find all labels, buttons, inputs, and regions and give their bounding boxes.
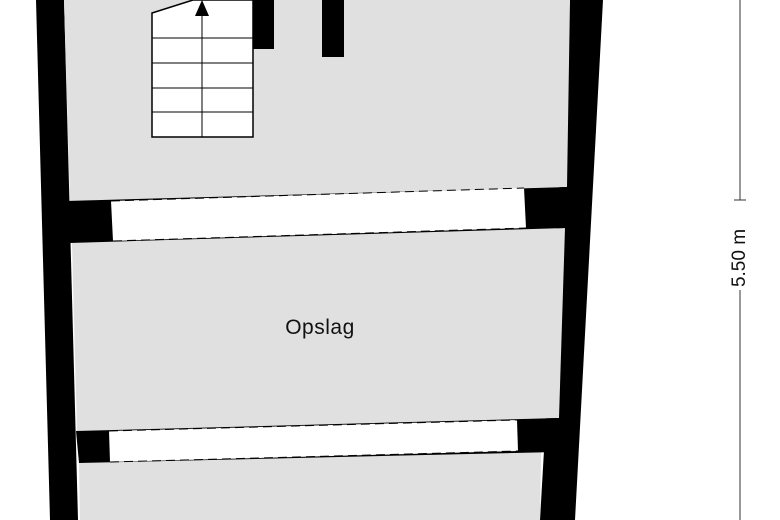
room-upper xyxy=(64,0,570,201)
opening-lower xyxy=(108,419,519,463)
opening-upper xyxy=(110,187,527,242)
room-label-opslag: Opslag xyxy=(285,316,355,339)
dimension-label: 5.50 m xyxy=(729,228,750,288)
stair-icon xyxy=(151,0,254,138)
wall-left xyxy=(36,0,78,520)
room-lower xyxy=(79,452,541,520)
wall-stub-right xyxy=(322,0,344,57)
room-opslag xyxy=(72,228,565,431)
wall-stub-left xyxy=(253,0,274,49)
dimension-line xyxy=(734,0,746,520)
direction-arrow-icon xyxy=(195,0,209,16)
